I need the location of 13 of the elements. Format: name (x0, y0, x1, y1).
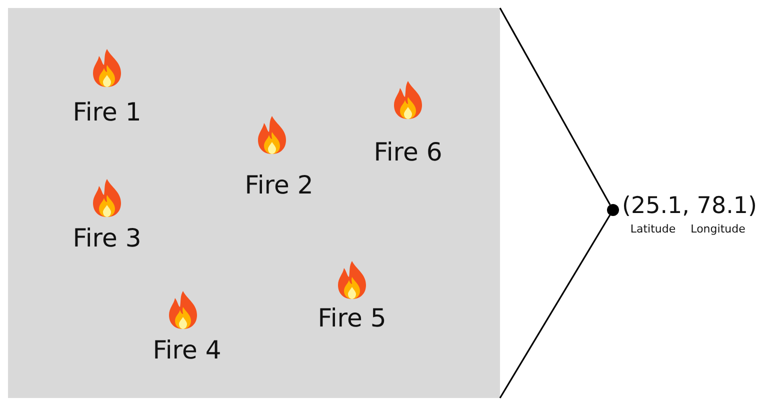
connector-line (499, 214, 611, 398)
axis-caption: Latitude (630, 224, 676, 234)
fire-label: Fire 3 (72, 226, 142, 250)
fire-label: Fire 6 (374, 140, 442, 164)
connector-line (499, 8, 611, 206)
fire-label: Fire 1 (72, 100, 142, 124)
fire-label: Fire 5 (318, 306, 386, 330)
axis-caption: Longitude (690, 224, 746, 234)
fire-label: Fire 4 (152, 338, 222, 362)
map-area (8, 8, 500, 398)
fire-label: Fire 2 (244, 172, 314, 198)
coordinate-text: (25.1, 78.1) (622, 195, 757, 218)
location-dot (607, 204, 619, 216)
